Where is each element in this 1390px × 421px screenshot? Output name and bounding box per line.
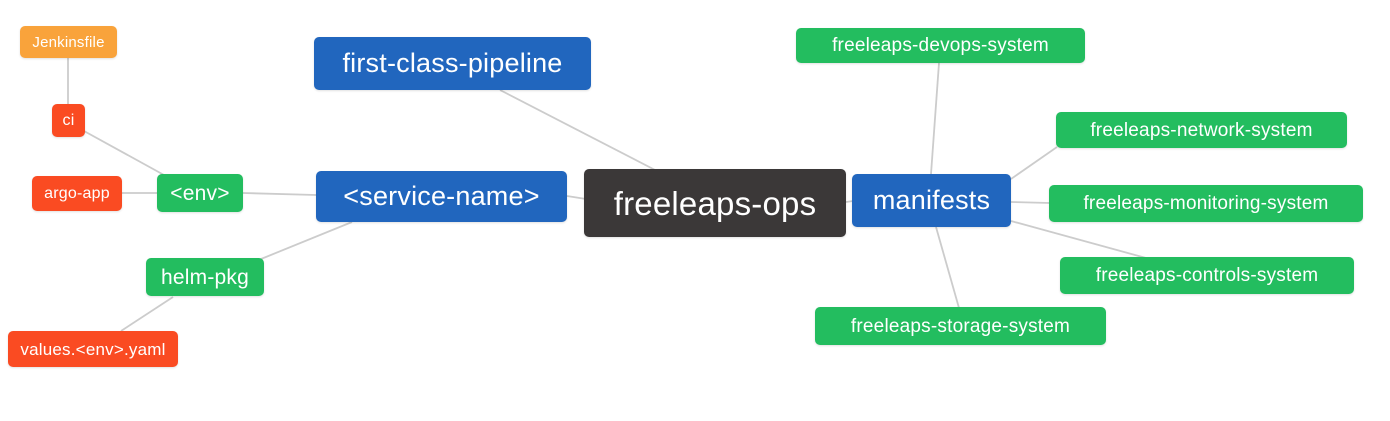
edge-manifests-controls-system (1010, 220, 1147, 259)
node-network-system[interactable]: freeleaps-network-system (1056, 112, 1347, 148)
edge-service-name-freeleaps-ops (566, 195, 587, 200)
edge-freeleaps-ops-manifests (845, 200, 854, 203)
node-devops-system[interactable]: freeleaps-devops-system (796, 28, 1085, 63)
node-ci[interactable]: ci (52, 104, 85, 137)
node-first-class-pipeline[interactable]: first-class-pipeline (314, 37, 591, 90)
node-env[interactable]: <env> (157, 174, 243, 212)
edge-manifests-network-system (1010, 146, 1058, 180)
node-jenkinsfile[interactable]: Jenkinsfile (20, 26, 117, 58)
edge-ci-env (83, 130, 165, 176)
edge-env-service-name (242, 192, 317, 196)
edge-devops-system-manifests (930, 62, 940, 175)
node-manifests[interactable]: manifests (852, 174, 1011, 227)
edge-first-class-pipeline-freeleaps-ops (499, 89, 658, 172)
edge-values-env-yaml-helm-pkg (120, 296, 174, 332)
edge-helm-pkg-service-name (260, 221, 353, 260)
node-monitoring-system[interactable]: freeleaps-monitoring-system (1049, 185, 1363, 222)
node-freeleaps-ops[interactable]: freeleaps-ops (584, 169, 846, 237)
edge-manifests-monitoring-system (1010, 201, 1051, 204)
node-service-name[interactable]: <service-name> (316, 171, 567, 222)
node-values-env-yaml[interactable]: values.<env>.yaml (8, 331, 178, 367)
edge-manifests-storage-system (935, 226, 960, 309)
node-argo-app[interactable]: argo-app (32, 176, 122, 211)
node-storage-system[interactable]: freeleaps-storage-system (815, 307, 1106, 345)
node-helm-pkg[interactable]: helm-pkg (146, 258, 264, 296)
node-controls-system[interactable]: freeleaps-controls-system (1060, 257, 1354, 294)
